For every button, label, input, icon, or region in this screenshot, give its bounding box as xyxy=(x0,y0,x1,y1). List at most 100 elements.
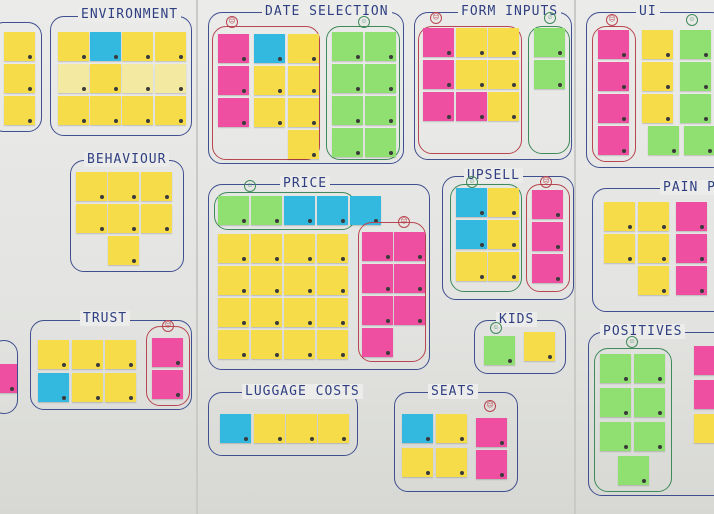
sticky-note xyxy=(251,196,282,225)
sticky-note xyxy=(317,196,348,225)
sticky-note xyxy=(362,232,393,261)
sticky-note xyxy=(4,64,35,93)
sticky-note xyxy=(402,414,433,443)
sticky-note xyxy=(394,296,425,325)
sticky-note xyxy=(423,28,454,57)
sticky-note xyxy=(218,98,249,127)
sticky-note xyxy=(476,450,507,479)
sticky-note xyxy=(476,418,507,447)
date-selection-negative-group xyxy=(212,26,320,160)
sticky-note xyxy=(122,64,153,93)
sticky-note xyxy=(284,234,315,263)
happy-face-icon: ☺ xyxy=(244,180,256,192)
sticky-note xyxy=(254,66,285,95)
sticky-note xyxy=(362,264,393,293)
sticky-note xyxy=(76,172,107,201)
sticky-note xyxy=(288,34,319,63)
sticky-note xyxy=(72,340,103,369)
sticky-note xyxy=(456,28,487,57)
sticky-note xyxy=(638,266,669,295)
sticky-note xyxy=(251,266,282,295)
sticky-note xyxy=(394,264,425,293)
sticky-note xyxy=(638,234,669,263)
sticky-note xyxy=(288,98,319,127)
sticky-note xyxy=(218,234,249,263)
sticky-note xyxy=(598,126,629,155)
sticky-note xyxy=(634,422,665,451)
cropped-group xyxy=(0,22,42,132)
sticky-note xyxy=(598,30,629,59)
sticky-note xyxy=(532,222,563,251)
sticky-note xyxy=(684,126,714,155)
sticky-note xyxy=(288,130,319,159)
sticky-note xyxy=(220,414,251,443)
sticky-note xyxy=(676,266,707,295)
sticky-note xyxy=(423,60,454,89)
sticky-note xyxy=(108,204,139,233)
sticky-note xyxy=(680,62,711,91)
sad-face-icon: ☹ xyxy=(162,320,174,332)
sticky-note xyxy=(105,373,136,402)
sticky-note xyxy=(251,298,282,327)
sticky-note xyxy=(286,414,317,443)
sad-face-icon: ☹ xyxy=(226,16,238,28)
sticky-note xyxy=(251,330,282,359)
sticky-note xyxy=(436,414,467,443)
sticky-note xyxy=(598,94,629,123)
sad-face-icon: ☹ xyxy=(398,216,410,228)
sticky-note xyxy=(141,172,172,201)
environment-title: ENVIRONMENT xyxy=(78,7,182,22)
sticky-note xyxy=(317,266,348,295)
positives-green-group xyxy=(594,348,672,492)
positives-title: POSITIVES xyxy=(600,324,686,339)
sticky-note xyxy=(108,236,139,265)
seats-title: SEATS xyxy=(428,384,479,399)
price-negative-group xyxy=(358,222,426,362)
sticky-note xyxy=(600,388,631,417)
sad-face-icon: ☹ xyxy=(540,176,552,188)
sticky-note xyxy=(484,336,515,365)
sticky-note xyxy=(394,232,425,261)
sticky-note xyxy=(317,330,348,359)
sticky-note xyxy=(488,60,519,89)
sticky-note xyxy=(365,64,396,93)
sticky-note xyxy=(90,64,121,93)
sticky-note xyxy=(676,234,707,263)
sticky-note xyxy=(218,66,249,95)
sticky-note xyxy=(456,252,487,281)
sticky-note xyxy=(152,370,183,399)
sticky-note xyxy=(122,96,153,125)
sad-face-icon: ☹ xyxy=(484,400,496,412)
sticky-note xyxy=(456,220,487,249)
sticky-note xyxy=(488,252,519,281)
sticky-note xyxy=(350,196,381,225)
happy-face-icon: ☺ xyxy=(490,322,502,334)
sticky-note xyxy=(604,202,635,231)
sticky-note xyxy=(38,373,69,402)
sad-face-icon: ☹ xyxy=(430,12,442,24)
sticky-note xyxy=(642,94,673,123)
sticky-note xyxy=(284,266,315,295)
sticky-note xyxy=(254,414,285,443)
sticky-note xyxy=(456,60,487,89)
sticky-note xyxy=(218,298,249,327)
sad-face-icon: ☹ xyxy=(606,14,618,26)
sticky-note xyxy=(332,96,363,125)
trust-title: TRUST xyxy=(80,311,131,326)
kids-title: KIDS xyxy=(496,312,538,327)
sticky-note xyxy=(634,354,665,383)
sticky-note xyxy=(254,34,285,63)
behaviour-title: BEHAVIOUR xyxy=(84,152,170,167)
sticky-note xyxy=(284,330,315,359)
sticky-note xyxy=(676,202,707,231)
sticky-note xyxy=(141,204,172,233)
sticky-note xyxy=(600,422,631,451)
sticky-note xyxy=(155,32,186,61)
sticky-note xyxy=(218,330,249,359)
form-inputs-negative-group xyxy=(418,26,522,154)
sticky-note xyxy=(284,196,315,225)
sticky-note xyxy=(58,32,89,61)
happy-face-icon: ☺ xyxy=(626,336,638,348)
sticky-note xyxy=(362,296,393,325)
upsell-positive-group xyxy=(450,184,522,292)
